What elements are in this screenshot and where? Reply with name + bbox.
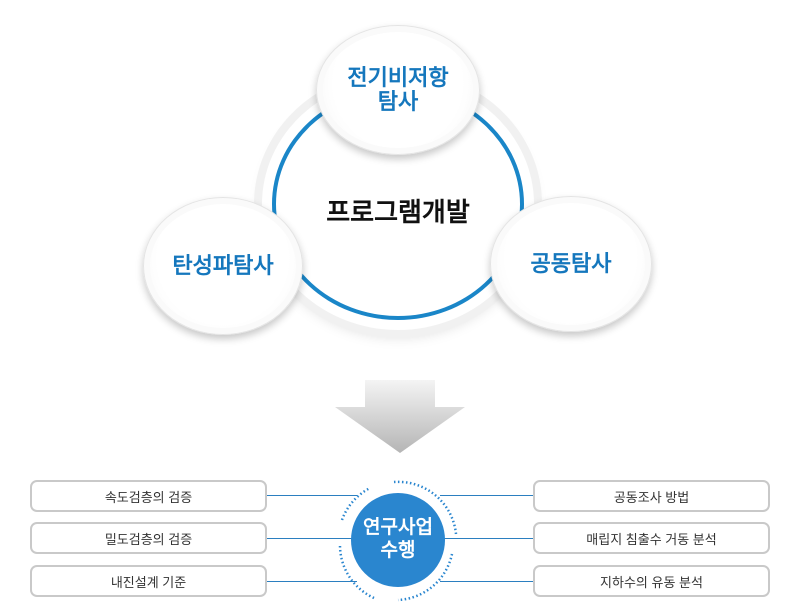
connector-line	[267, 495, 357, 496]
bubble-label: 탄성파탐사	[172, 252, 274, 278]
core-label-line1: 연구사업	[363, 517, 433, 539]
core-label-line2: 수행	[380, 540, 416, 561]
cycle-arrows-icon	[338, 480, 458, 602]
connector-line	[267, 538, 357, 539]
left-item: 속도검층의 검증	[30, 480, 267, 512]
connector-line	[440, 495, 533, 496]
bubble-label-line1: 전기비저항	[347, 64, 449, 90]
left-item: 내진설계 기준	[30, 565, 267, 597]
connector-line	[440, 581, 533, 582]
connector-line	[440, 538, 533, 539]
right-item: 매립지 침출수 거동 분석	[533, 522, 770, 554]
bubble-label: 공동탐사	[530, 250, 612, 276]
left-item: 밀도검층의 검증	[30, 522, 267, 554]
right-item: 지하수의 유동 분석	[533, 565, 770, 597]
connector-line	[267, 581, 357, 582]
bubble-seismic: 탄성파탐사	[143, 197, 303, 335]
right-item: 공동조사 방법	[533, 480, 770, 512]
down-arrow-icon	[335, 380, 465, 453]
bubble-label-line2: 탐사	[377, 89, 419, 114]
program-development-title: 프로그램개발	[326, 197, 470, 227]
bubble-cavity: 공동탐사	[490, 196, 652, 332]
